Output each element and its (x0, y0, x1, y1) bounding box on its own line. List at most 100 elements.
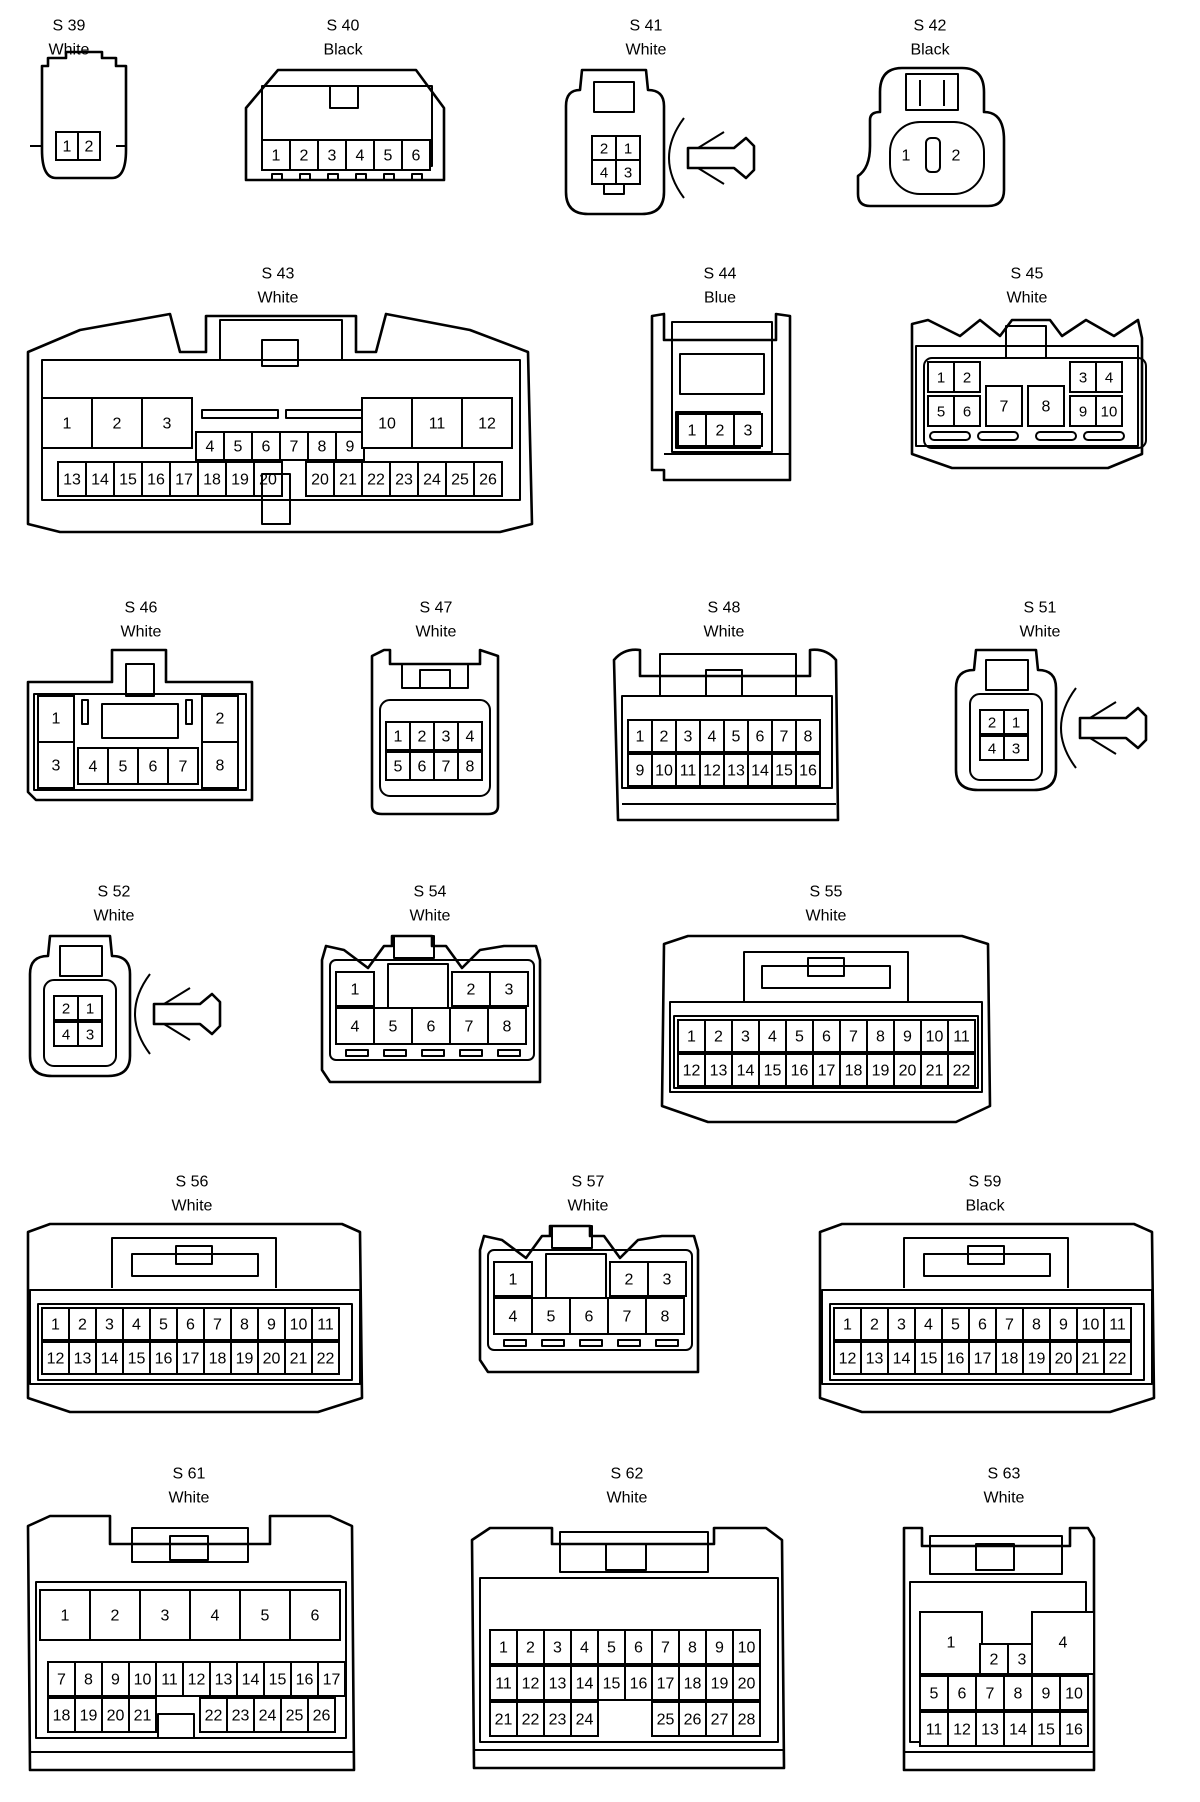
pin-cell: 3 (37, 741, 75, 789)
pin-number: 12 (839, 1351, 857, 1368)
pin-cavity (345, 139, 375, 171)
connector-id: S 47 (420, 600, 453, 617)
pin-cavity (263, 1661, 292, 1697)
pin-number: 20 (1055, 1351, 1073, 1368)
pin-cavity (543, 1665, 572, 1701)
pin-cavity (941, 1307, 970, 1341)
pin-cell: 9 (705, 1629, 734, 1665)
pin-number: 5 (119, 759, 128, 776)
pin-number: 27 (711, 1712, 729, 1729)
latch-housing (761, 965, 891, 989)
latch (419, 669, 451, 689)
pin-number: 12 (683, 1063, 701, 1080)
pin-cavity (624, 1629, 653, 1665)
pin-cell: 2 (516, 1629, 545, 1665)
pin-number: 2 (62, 1001, 70, 1018)
connector-color: White (806, 908, 847, 925)
pin-cell: 20 (253, 461, 283, 497)
slot (285, 409, 363, 419)
latch (985, 659, 1029, 691)
connector-id: S 48 (708, 600, 741, 617)
pin-cell: 10 (128, 1661, 157, 1697)
pin-cell: 16 (624, 1665, 653, 1701)
inner-frame (915, 345, 1139, 447)
pin-cell: 8 (307, 431, 337, 461)
center-block (101, 703, 179, 739)
pin-cell: 2 (651, 719, 677, 753)
connector-id: S 46 (125, 600, 158, 617)
pin-number: 8 (503, 1019, 512, 1036)
pin-number: 4 (580, 1640, 589, 1657)
terminal-slot (655, 1339, 679, 1347)
pin-number: 13 (866, 1351, 884, 1368)
pin-cavity (361, 397, 413, 449)
pin-cavity (149, 1341, 178, 1375)
pin-cavity (195, 431, 225, 461)
pin-cell: 12 (516, 1665, 545, 1701)
pin-number: 1 (61, 1608, 70, 1625)
latch (905, 73, 959, 111)
housing-s55 (660, 934, 992, 1124)
pin-cavity (461, 397, 513, 449)
pin-cavity (985, 385, 1023, 427)
connector-id: S 39 (53, 18, 86, 35)
pin-cell: 3 (887, 1307, 916, 1341)
pin-cavity (226, 1697, 255, 1733)
pin-cell: 15 (122, 1341, 151, 1375)
pin-cavity (771, 719, 797, 753)
pin-number: 10 (926, 1029, 944, 1046)
pin-cell: 18 (678, 1665, 707, 1701)
pin-number: 19 (1028, 1351, 1046, 1368)
pin-cavity (1031, 1675, 1061, 1711)
latch-window (401, 663, 469, 689)
pin-number: 16 (155, 1351, 173, 1368)
pin-number: 3 (505, 982, 514, 999)
pin-cell: 21 (1076, 1341, 1105, 1375)
pin-cell: 24 (570, 1701, 599, 1737)
housing-s41 (564, 68, 666, 216)
latch (125, 663, 155, 697)
housing-s48 (612, 648, 840, 822)
pin-cell: 6 (251, 431, 281, 461)
pin-number: 14 (242, 1672, 260, 1689)
pin-number: 7 (1000, 399, 1009, 416)
pin-cavity (812, 1053, 841, 1087)
latch-housing (131, 1253, 259, 1277)
pin-number: 10 (290, 1317, 308, 1334)
pin-cell: 4 (335, 1007, 375, 1045)
pin-number: 17 (657, 1676, 675, 1693)
pin-cavity (860, 1341, 889, 1375)
pin-cavity (733, 413, 763, 447)
inner-frame (671, 321, 773, 453)
pin-number: 11 (317, 1317, 334, 1334)
housing-s45 (910, 318, 1144, 470)
terminal-slot (383, 173, 395, 181)
pin-number: 1 (499, 1640, 508, 1657)
pin-cell: 2 (91, 397, 143, 449)
housing-s40 (244, 68, 446, 182)
pin-number: 12 (522, 1676, 540, 1693)
connector-id: S 52 (98, 884, 131, 901)
pin-number: 4 (924, 1317, 933, 1334)
pin-number: 1 (272, 148, 281, 165)
pin-number: 4 (708, 729, 717, 746)
latch (175, 1245, 213, 1265)
pin-number: 16 (296, 1672, 314, 1689)
pin-number: 1 (63, 416, 72, 433)
pin-number: 8 (1042, 399, 1051, 416)
pin-cavity (128, 1697, 157, 1733)
pin-cell: 4 (979, 735, 1005, 761)
pin-cavity (139, 1589, 191, 1641)
pin-number: 4 (356, 148, 365, 165)
pin-cell: 7 (279, 431, 309, 461)
pin-number: 22 (317, 1351, 335, 1368)
terminal-slot (503, 1339, 527, 1347)
pin-number: 13 (710, 1063, 728, 1080)
latch (807, 957, 845, 977)
pin-number: 2 (300, 148, 309, 165)
pin-cavity (201, 695, 239, 743)
pin-cell: 4 (189, 1589, 241, 1641)
connector-color: White (416, 624, 457, 641)
